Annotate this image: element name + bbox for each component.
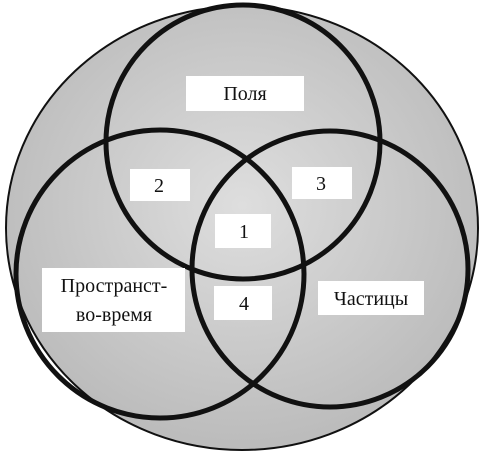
particles-label: Частицы bbox=[334, 288, 408, 310]
region-2-box bbox=[130, 169, 190, 201]
fields-label: Поля bbox=[223, 83, 266, 105]
spacetime-label-line2: во-время bbox=[76, 304, 152, 326]
particles-label-box bbox=[318, 281, 424, 315]
region-1-label: 1 bbox=[239, 221, 249, 243]
fields-label-box bbox=[186, 76, 304, 111]
spacetime-label-line1: Пространст- bbox=[61, 275, 168, 297]
region-1-box bbox=[215, 214, 271, 248]
particles-circle bbox=[189, 128, 471, 410]
region-2-label: 2 bbox=[154, 175, 164, 197]
region-3-box bbox=[292, 167, 352, 199]
spacetime-label-box bbox=[42, 268, 185, 332]
region-3-label: 3 bbox=[316, 173, 326, 195]
region-4-box bbox=[214, 286, 272, 320]
region-4-label: 4 bbox=[239, 293, 249, 315]
spacetime-circle bbox=[13, 127, 307, 421]
